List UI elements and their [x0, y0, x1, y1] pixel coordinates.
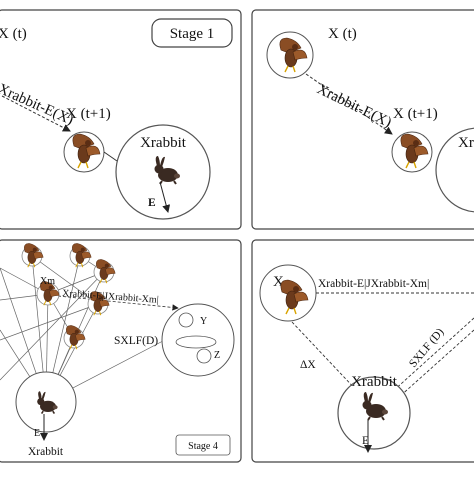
orbit	[175, 335, 217, 349]
panel-stage-1: Stage 1 X (t) Xrabbit-E(X) X (t+1) Xrabb…	[0, 9, 242, 230]
node-z	[196, 348, 212, 364]
e-label: E	[362, 435, 369, 447]
distance-label: Xrabbit-E|JXrabbit-Xm|	[318, 278, 429, 290]
move-arrow	[1, 95, 71, 132]
stage-badge	[175, 434, 231, 456]
delta-label: ΔX	[300, 359, 316, 371]
sxlf-label: SXLF(D)	[114, 335, 158, 347]
sxlf-line-1	[391, 317, 474, 393]
rabbit-label: Xrabbit	[140, 135, 187, 151]
rabbit-label: Xrabbit	[351, 374, 398, 390]
delta-line	[291, 321, 361, 395]
distance-arrow	[57, 295, 179, 311]
rabbit-label: Xr	[458, 135, 474, 151]
rabbit-label: Xrabbit	[28, 446, 64, 458]
rabbit-region	[435, 127, 474, 213]
stage-label: Stage 1	[170, 26, 215, 42]
x-label: X	[273, 274, 284, 290]
x-t1-label: X (t+1)	[66, 106, 111, 122]
panel-top-right: X (t) Xrabbit-E(X) X (t+1) Xr	[251, 9, 474, 230]
panel-bottom-right: X Xrabbit-E|JXrabbit-Xm| ΔX SXLF (D) Xra…	[251, 239, 474, 463]
stage-badge	[151, 18, 233, 48]
x-t-label: X (t)	[328, 26, 357, 42]
node-y	[178, 312, 194, 328]
link-line	[103, 151, 118, 162]
sxlf-region	[161, 303, 235, 377]
x-t-label: X (t)	[0, 26, 27, 42]
xm-label: Xm	[40, 276, 55, 287]
escape-arrow	[159, 181, 171, 213]
y-label: Y	[200, 316, 207, 327]
move-arrow	[305, 73, 393, 135]
sxlf-line-2	[397, 329, 474, 399]
x-t1-label: X (t+1)	[393, 106, 438, 122]
e-label: E	[148, 197, 156, 209]
stage-label: Stage 4	[188, 441, 218, 452]
z-label: Z	[214, 350, 220, 361]
panel-stage-4: Xm Xrabbit-E|JXrabbit-Xm| SXLF(D) Y Z E …	[0, 239, 242, 463]
e-label: E	[34, 428, 40, 439]
